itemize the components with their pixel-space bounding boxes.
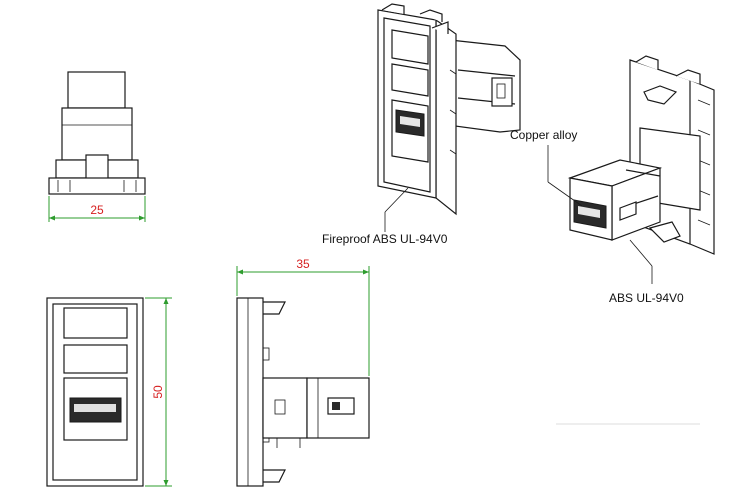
isometric-front-view [377,3,521,216]
callout-label-copper: Copper alloy [510,128,577,142]
dimension-label-depth: 35 [296,257,310,271]
side-view [236,297,370,487]
callout-abs: ABS UL-94V0 [609,239,684,305]
callout-fireproof: Fireproof ABS UL-94V0 [322,187,448,246]
callout-label-abs: ABS UL-94V0 [609,291,684,305]
dimension-width-25: 25 [48,196,146,222]
dimension-label-width: 25 [90,203,104,217]
dimension-height-50: 50 [145,297,172,487]
isometric-rear-view [567,55,715,255]
callout-copper: Copper alloy [510,128,583,207]
dimension-label-height: 50 [151,385,165,399]
callout-label-fireproof: Fireproof ABS UL-94V0 [322,232,448,246]
front-view [46,297,144,487]
dimension-depth-35: 35 [236,257,370,376]
top-view [48,71,146,195]
